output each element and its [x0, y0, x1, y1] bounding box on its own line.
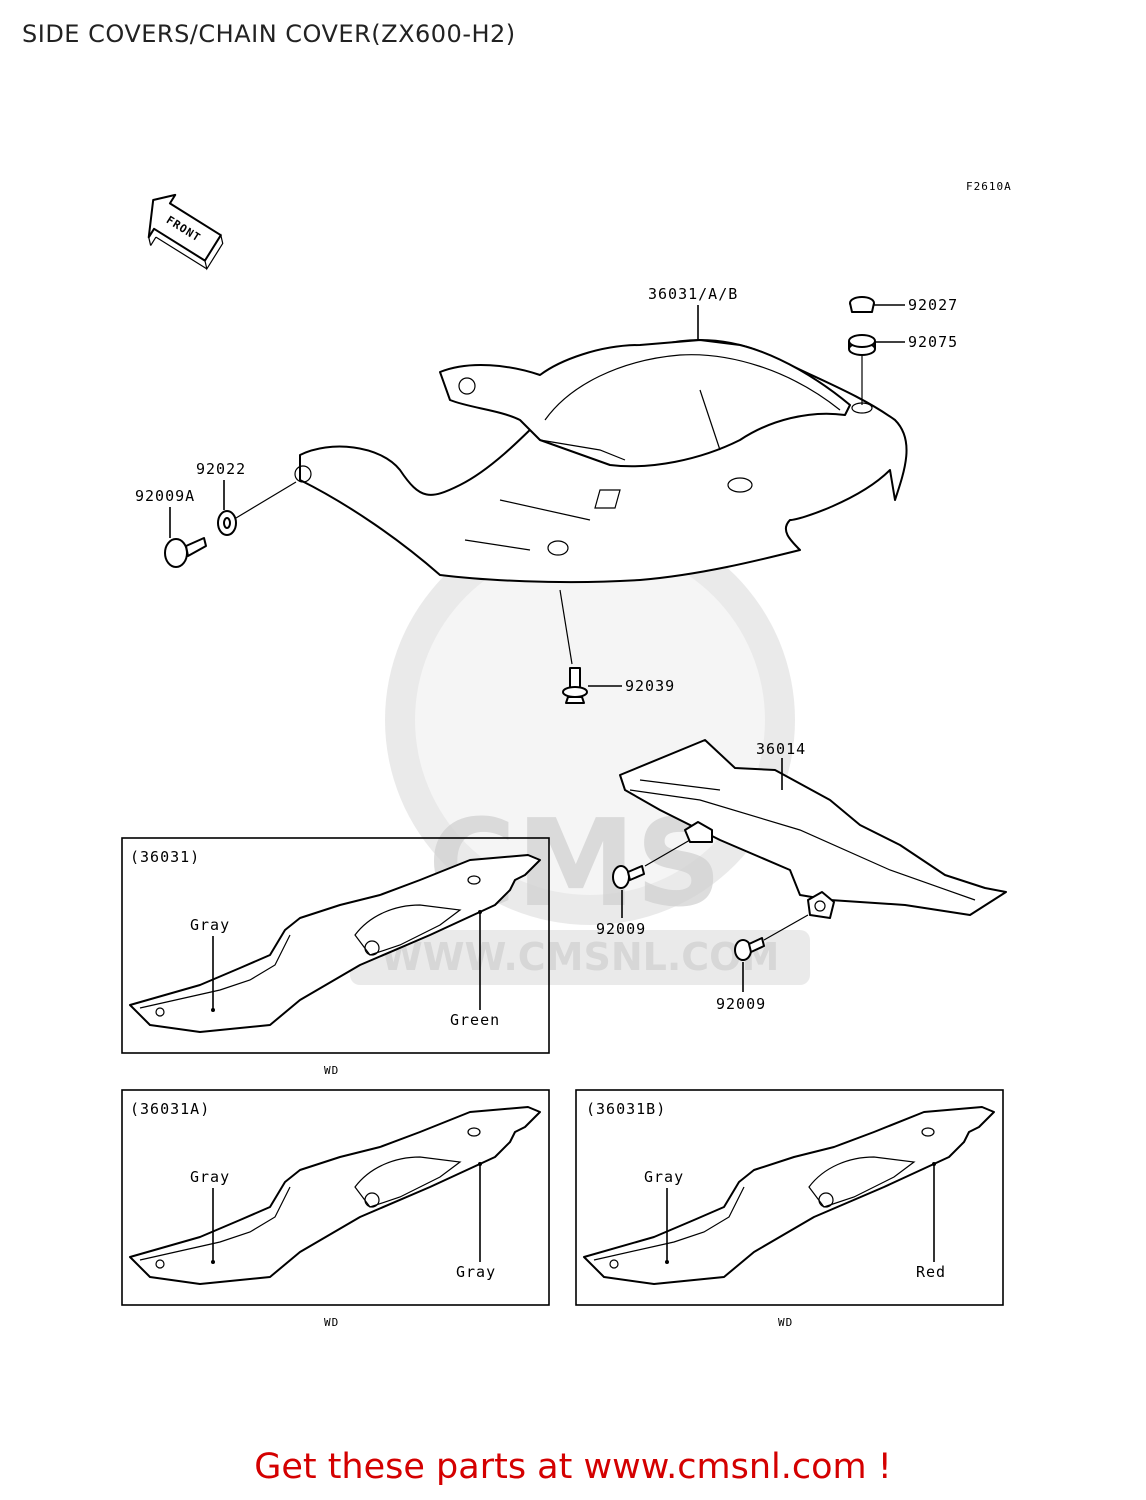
part-92027: 92027 — [908, 296, 958, 314]
color-left: Gray — [190, 1168, 230, 1186]
front-arrow-icon: FRONT — [147, 193, 224, 271]
bolt-92009A-icon — [164, 537, 207, 568]
grommet-92075-icon — [848, 334, 876, 356]
inset-label: (36031) — [130, 848, 200, 866]
diagram-code: F2610A — [966, 180, 1012, 193]
washer-92022-icon — [217, 510, 237, 536]
screw-92009-top-icon — [612, 865, 645, 889]
cap-92027-icon — [849, 296, 875, 313]
inset-label: (36031B) — [586, 1100, 666, 1118]
part-92022: 92022 — [196, 460, 246, 478]
part-92009-bottom: 92009 — [716, 995, 766, 1013]
color-right: Green — [450, 1011, 500, 1029]
inset-label: (36031A) — [130, 1100, 210, 1118]
footer-link[interactable]: Get these parts at www.cmsnl.com ! — [254, 1447, 892, 1487]
color-right: Red — [916, 1263, 946, 1281]
inset-36031B: (36031B) Gray Red WD — [575, 1089, 1004, 1329]
part-92009-top: 92009 — [596, 920, 646, 938]
chain-cover-36014 — [619, 739, 1007, 919]
part-36031: 36031/A/B — [648, 285, 738, 303]
rivet-92039-icon — [562, 667, 588, 704]
color-left: Gray — [644, 1168, 684, 1186]
part-92039: 92039 — [625, 677, 675, 695]
color-left: Gray — [190, 916, 230, 934]
watermark-url: WWW.CMSNL.COM — [381, 935, 780, 979]
inset-caption: WD — [324, 1316, 339, 1329]
seat-cover-36031 — [294, 339, 908, 584]
screw-92009-bottom-icon — [734, 937, 765, 961]
part-92009A: 92009A — [135, 487, 195, 505]
inset-36031: (36031) Gray Green WD — [121, 837, 550, 1077]
inset-caption: WD — [324, 1064, 339, 1077]
inset-caption: WD — [778, 1316, 793, 1329]
page-title: SIDE COVERS/CHAIN COVER(ZX600-H2) — [22, 20, 516, 48]
color-right: Gray — [456, 1263, 496, 1281]
inset-36031A: (36031A) Gray Gray WD — [121, 1089, 550, 1329]
part-36014: 36014 — [756, 740, 806, 758]
part-92075: 92075 — [908, 333, 958, 351]
